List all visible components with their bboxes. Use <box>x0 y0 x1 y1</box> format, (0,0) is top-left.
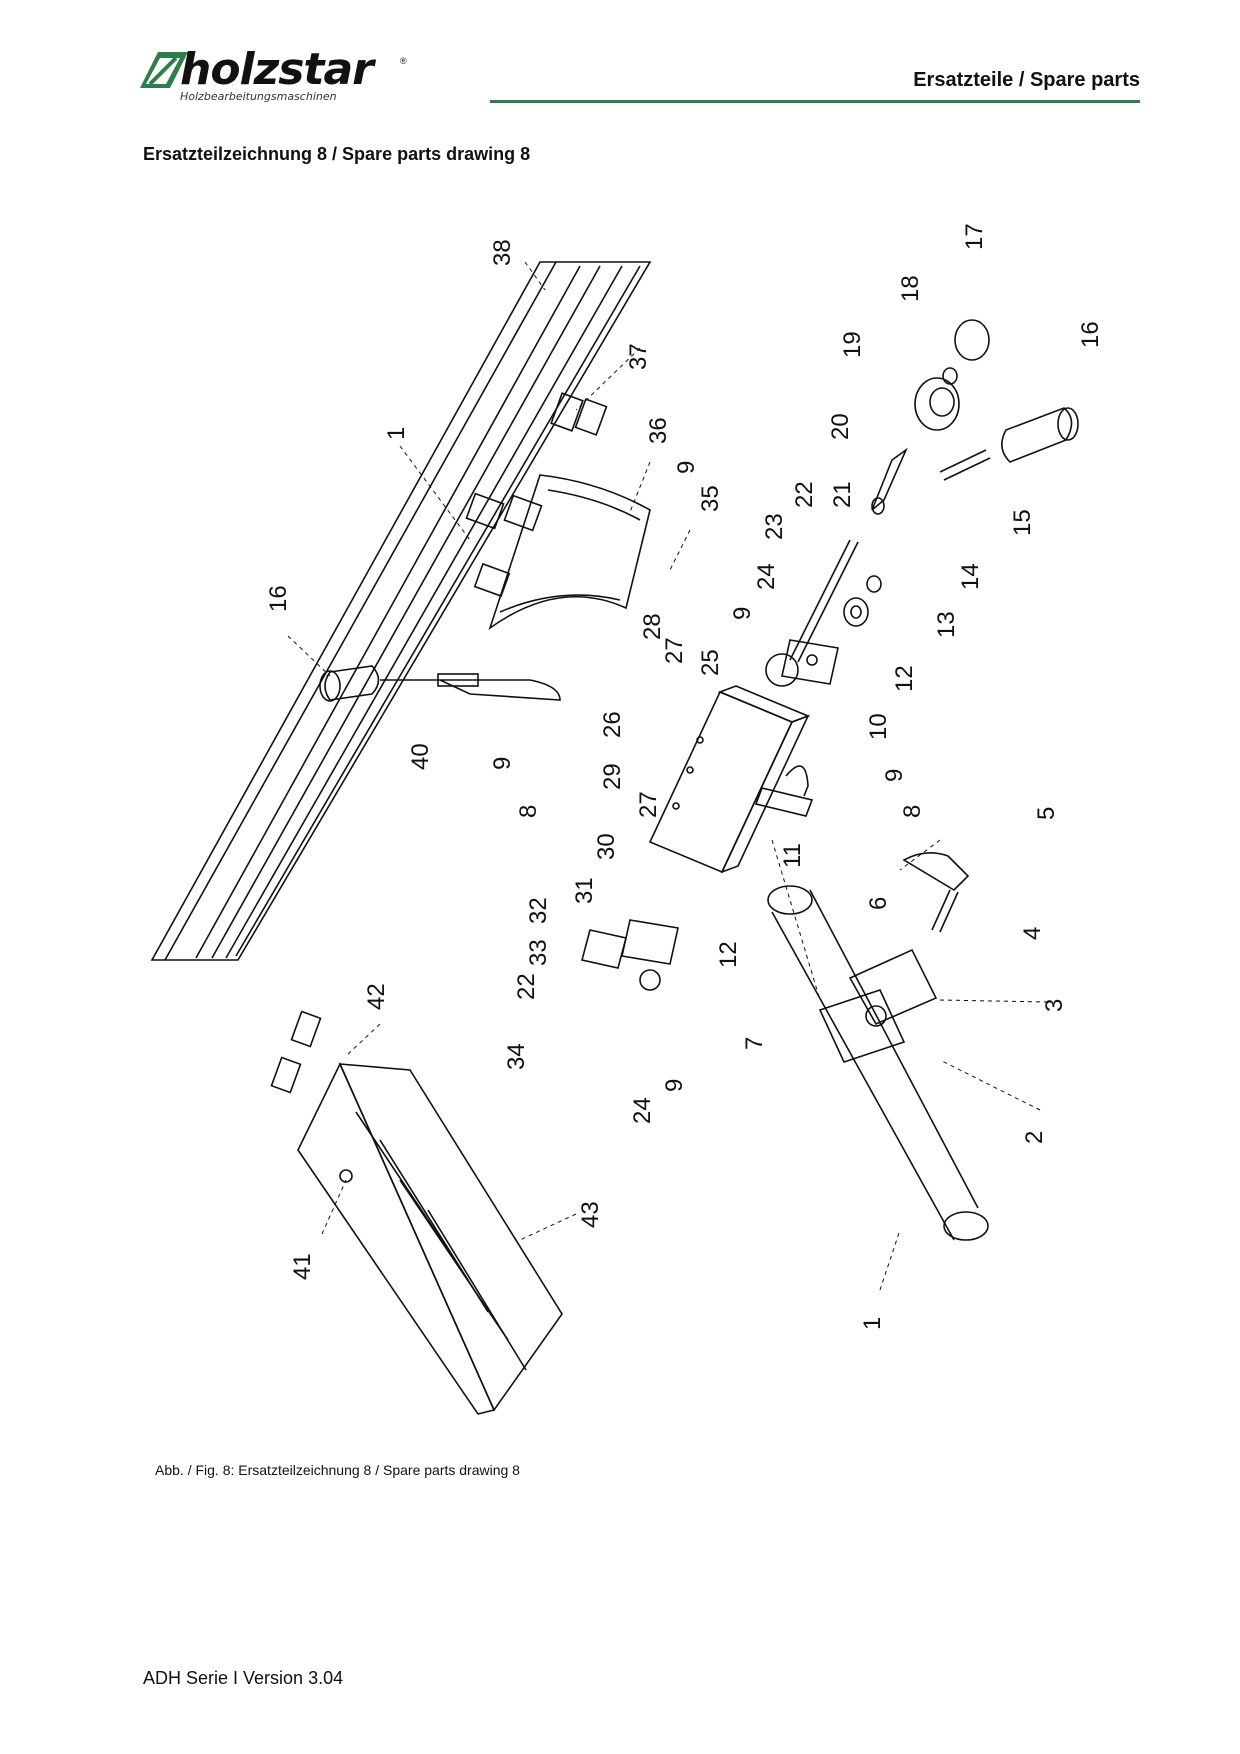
callout-21: 21 <box>829 481 856 508</box>
support-tube-part-7 <box>767 885 989 1241</box>
logo-wordmark: holzstar <box>180 44 374 95</box>
callout-23: 23 <box>761 513 788 540</box>
callout-37: 37 <box>625 343 652 370</box>
callout-33: 33 <box>525 939 552 966</box>
logo-mark-icon <box>140 52 188 88</box>
callout-11: 11 <box>779 843 806 868</box>
carriage-body-part-11 <box>648 685 811 874</box>
bracket-part-12-lower <box>581 919 679 991</box>
fence-rail-part-38 <box>150 261 652 961</box>
page-footer: ADH Serie I Version 3.04 <box>143 1668 344 1688</box>
callout-8-a: 8 <box>515 805 542 818</box>
callout-40: 40 <box>407 743 434 770</box>
washer-part-14 <box>866 575 882 593</box>
callout-7: 7 <box>741 1037 768 1050</box>
callout-35: 35 <box>697 485 724 512</box>
callout-4: 4 <box>1019 927 1046 940</box>
callout-29: 29 <box>599 763 626 790</box>
callout-9-a: 9 <box>673 461 700 474</box>
callout-16-right: 16 <box>1077 321 1104 348</box>
extension-plate-part-43 <box>297 1062 563 1415</box>
handle-part-16-left <box>319 665 380 702</box>
logo-registered-mark: ® <box>400 56 407 66</box>
callout-42: 42 <box>363 983 390 1010</box>
callout-1-top: 1 <box>383 427 410 440</box>
section-title: Ersatzteilzeichnung 8 / Spare parts draw… <box>143 144 531 164</box>
callout-8-b: 8 <box>899 805 926 818</box>
callout-9-c: 9 <box>661 1079 688 1092</box>
guard-plate-part-36 <box>465 474 651 631</box>
callout-18: 18 <box>897 275 924 302</box>
slide-blocks-part-37 <box>550 392 608 436</box>
page-header-title: Ersatzteile / Spare parts <box>913 69 1140 91</box>
callout-12-b: 12 <box>715 941 742 968</box>
callout-26: 26 <box>599 711 626 738</box>
callout-38: 38 <box>489 239 516 266</box>
callout-1-bottom: 1 <box>859 1317 886 1330</box>
callout-3: 3 <box>1041 999 1068 1012</box>
callout-14: 14 <box>957 563 984 590</box>
washer-part-13 <box>843 597 869 627</box>
callout-24-b: 24 <box>753 563 780 590</box>
callout-25: 25 <box>697 649 724 676</box>
callout-27-a: 27 <box>661 637 688 664</box>
lever-part-5 <box>902 852 970 933</box>
header-divider <box>490 100 1140 103</box>
callout-43: 43 <box>577 1201 604 1228</box>
callout-41: 41 <box>289 1253 316 1280</box>
callout-24-a: 24 <box>629 1097 656 1124</box>
callout-10: 10 <box>865 713 892 740</box>
clamp-body-part-6 <box>818 948 938 1063</box>
collar-part-19 <box>914 377 960 431</box>
callout-9-b: 9 <box>489 757 516 770</box>
lever-arm-part-40 <box>380 673 561 701</box>
callout-22-b: 22 <box>791 481 818 508</box>
u-clamp-part-10 <box>754 765 814 817</box>
callout-19: 19 <box>839 331 866 358</box>
callout-20: 20 <box>827 413 854 440</box>
callout-36: 36 <box>645 417 672 444</box>
callout-27-b: 27 <box>635 791 662 818</box>
shaft-part-23 <box>765 539 859 687</box>
callout-28: 28 <box>639 613 666 640</box>
slide-blocks-part-42 <box>270 1010 322 1094</box>
handle-part-16-right <box>1001 407 1079 463</box>
callout-2: 2 <box>1021 1131 1048 1144</box>
callout-22-a: 22 <box>513 973 540 1000</box>
holzstar-logo: holzstar ® Holzbearbeitungsmaschinen <box>140 46 410 106</box>
callout-15: 15 <box>1009 509 1036 536</box>
callout-9-d: 9 <box>729 607 756 620</box>
callout-32: 32 <box>525 897 552 924</box>
callout-6: 6 <box>865 897 892 910</box>
callout-13: 13 <box>933 611 960 638</box>
logo-subtitle: Holzbearbeitungsmaschinen <box>180 90 337 103</box>
callout-5: 5 <box>1033 807 1060 820</box>
callout-34: 34 <box>503 1043 530 1070</box>
callout-31: 31 <box>571 877 598 904</box>
callout-12-a: 12 <box>891 665 918 692</box>
callout-17: 17 <box>961 223 988 250</box>
ring-part-18 <box>942 367 958 385</box>
screw-part-41 <box>339 1169 353 1183</box>
callout-30: 30 <box>593 833 620 860</box>
pin-part-15 <box>939 449 991 481</box>
pin-part-20 <box>871 447 908 515</box>
bracket-part-12-upper <box>781 639 839 685</box>
figure-caption: Abb. / Fig. 8: Ersatzteilzeichnung 8 / S… <box>155 1462 520 1478</box>
callout-9-e: 9 <box>881 769 908 782</box>
cap-part-17 <box>954 319 990 361</box>
callout-16-left: 16 <box>265 585 292 612</box>
